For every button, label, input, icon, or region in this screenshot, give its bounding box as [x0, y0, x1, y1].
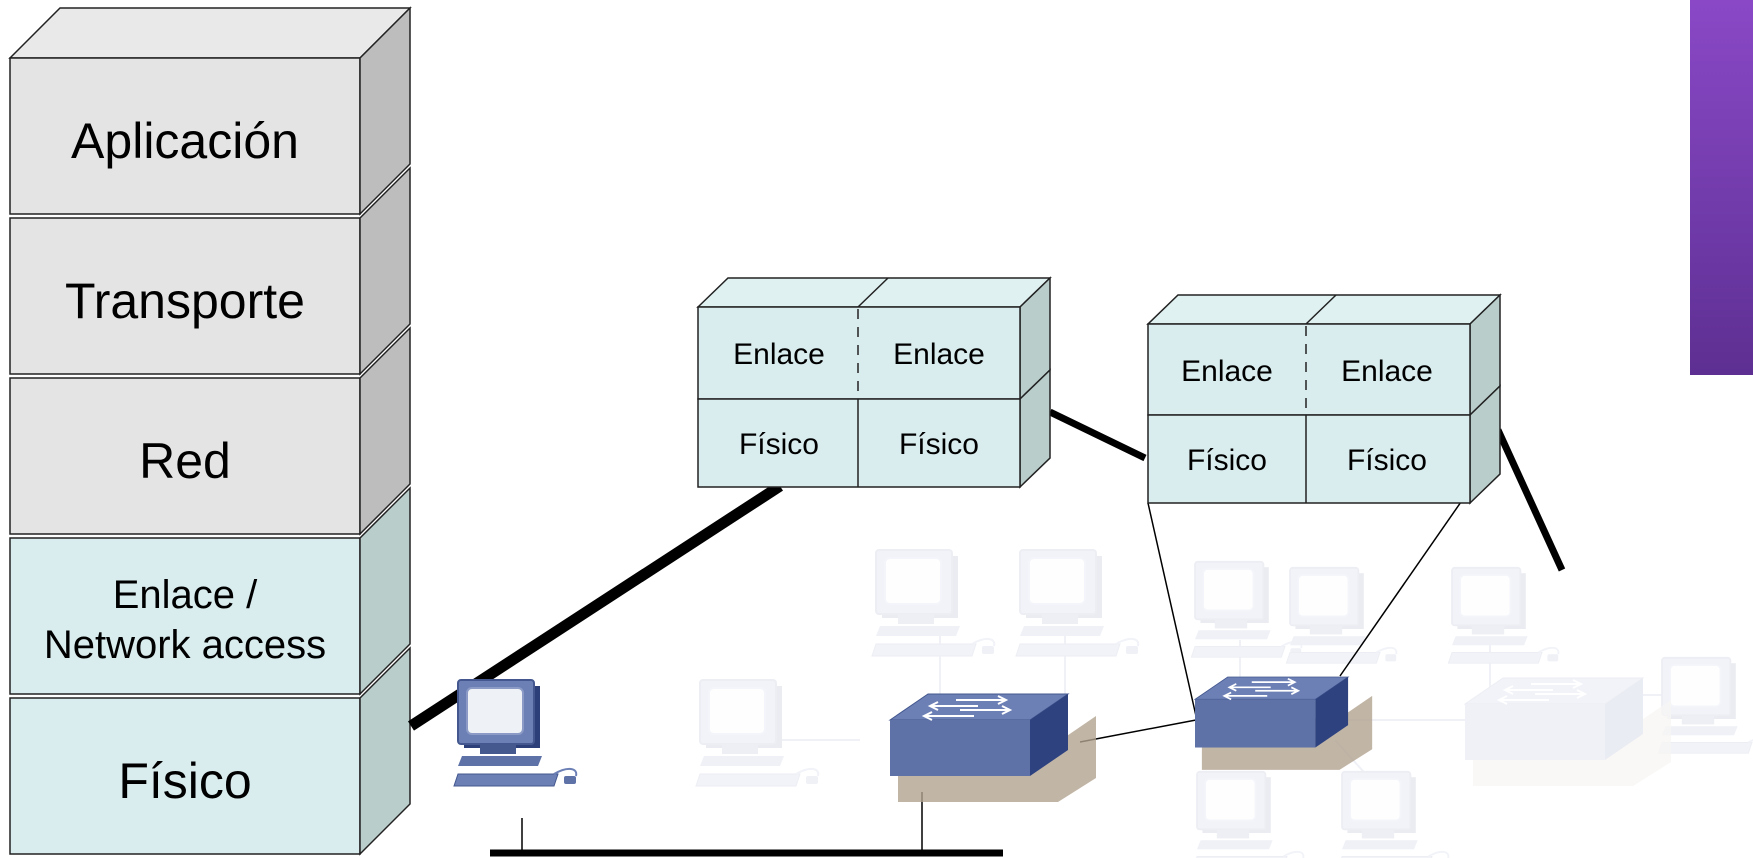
cable-line: [1147, 502, 1197, 717]
cable-line: [1339, 488, 1471, 677]
faded-computer-icon: [1657, 656, 1753, 755]
connector-line: [1494, 428, 1566, 572]
layer-cell-label: Enlace: [1341, 355, 1433, 388]
faded-computer-icon: [1015, 549, 1140, 657]
protocol-stack: Aplicación Transporte Red Enlace / Netwo…: [8, 6, 412, 856]
layer-red: Red: [9, 326, 411, 536]
switch-icon: [889, 693, 1097, 803]
computer-icon: [453, 679, 578, 787]
layer-cell-label: Físico: [739, 428, 819, 461]
faded-computer-icon: [1447, 566, 1560, 665]
faded-computer-icon: [695, 679, 820, 787]
faded-computer-icon: [1285, 566, 1398, 665]
layer-label: Enlace /: [113, 573, 258, 617]
layer-cell-label: Enlace: [733, 338, 825, 371]
faded-computer-icon: [1190, 560, 1303, 659]
layer-cell-label: Físico: [1187, 444, 1267, 477]
layer-cell-label: Físico: [899, 428, 979, 461]
switch-icon: [1194, 676, 1374, 771]
layer-label: Físico: [118, 753, 251, 809]
layer-label: Aplicación: [71, 113, 299, 169]
faded-computer-icon: [871, 549, 996, 657]
layer-enlace: Enlace / Network access: [9, 486, 411, 696]
layer-cell-label: Enlace: [893, 338, 985, 371]
faded-switch-icon: [1464, 677, 1672, 787]
switch-stack-left: Enlace Enlace Físico Físico: [696, 276, 1052, 489]
layer-transporte: Transporte: [9, 166, 411, 376]
faded-computer-icon: [1192, 770, 1305, 858]
layer-label: Transporte: [65, 273, 305, 329]
layer-fisico: Físico: [9, 646, 411, 856]
layer-cell-label: Físico: [1347, 444, 1427, 477]
faded-computer-icon: [1337, 770, 1450, 858]
cable-line: [1079, 719, 1197, 743]
layer-cell-label: Enlace: [1181, 355, 1273, 388]
layer-label: Network access: [44, 623, 326, 667]
accent-bar: [1690, 0, 1753, 375]
connector-line: [1048, 408, 1147, 462]
layer-aplicacion: Aplicación: [9, 6, 411, 216]
layer-label: Red: [139, 433, 231, 489]
switch-stack-right: Enlace Enlace Físico Físico: [1146, 293, 1502, 505]
